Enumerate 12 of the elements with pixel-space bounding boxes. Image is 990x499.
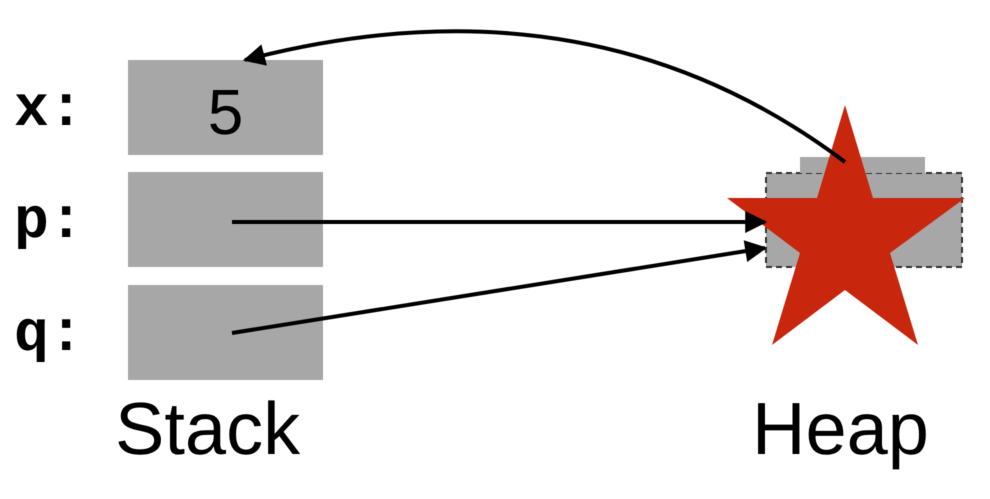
starred-heap-object-drawing	[727, 105, 965, 345]
pointer-arrow	[232, 211, 768, 233]
pointer-arrow	[242, 29, 846, 164]
variable-name: q:	[14, 307, 84, 365]
variable-name: p:	[14, 194, 84, 252]
stack-cell	[128, 172, 323, 267]
variable-name: x:	[14, 82, 84, 140]
cell-value: 5	[208, 74, 244, 144]
stack-cell	[128, 60, 323, 155]
region-label: Stack	[115, 392, 300, 466]
stack-cell	[128, 285, 323, 380]
pointer-arrow	[232, 240, 768, 335]
